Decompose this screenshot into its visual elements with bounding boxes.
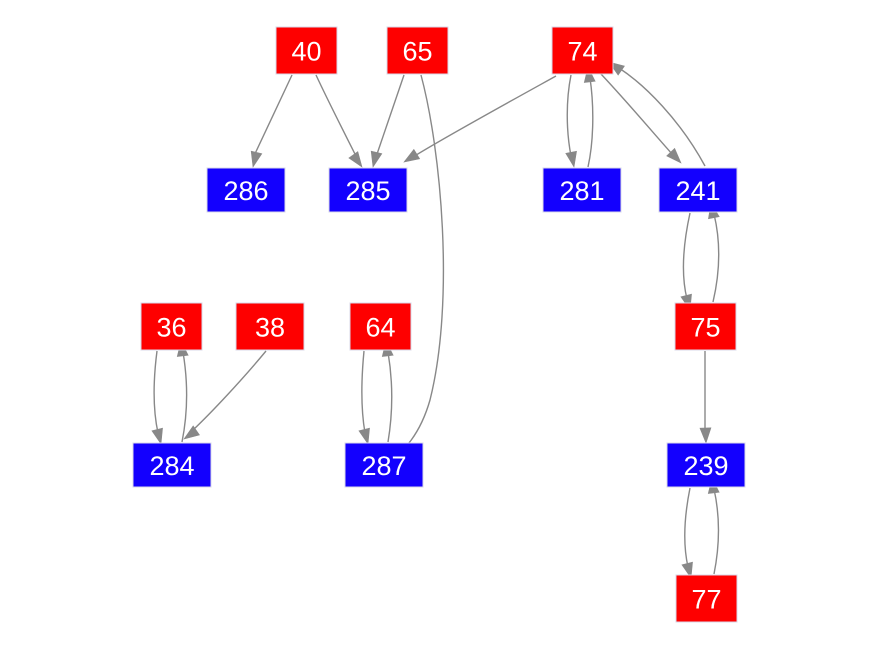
node-box[interactable] xyxy=(275,26,338,75)
graph-node-38[interactable]: 38 xyxy=(235,302,305,351)
edge-line xyxy=(566,74,572,157)
node-label: 239 xyxy=(683,451,728,481)
edge-line xyxy=(191,350,267,432)
edge-line xyxy=(684,487,691,568)
arrowhead-icon xyxy=(348,151,363,168)
edge-line xyxy=(153,350,159,434)
node-box[interactable] xyxy=(675,574,738,623)
node-box[interactable] xyxy=(542,167,622,213)
node-label: 65 xyxy=(402,37,432,67)
edge-line xyxy=(587,77,594,168)
graph-node-287[interactable]: 287 xyxy=(344,442,424,488)
node-box[interactable] xyxy=(206,167,286,213)
node-label: 36 xyxy=(156,313,186,343)
graph-node-284[interactable]: 284 xyxy=(132,442,212,488)
graph-node-65[interactable]: 65 xyxy=(386,26,449,75)
node-box[interactable] xyxy=(344,442,424,488)
graph-node-74[interactable]: 74 xyxy=(551,26,614,75)
graph-node-286[interactable]: 286 xyxy=(206,167,286,213)
node-label: 281 xyxy=(559,176,604,206)
node-box[interactable] xyxy=(551,26,614,75)
node-label: 74 xyxy=(567,37,597,67)
edge-line xyxy=(713,488,720,575)
arrowhead-icon xyxy=(681,561,693,579)
graph-node-77[interactable]: 77 xyxy=(675,574,738,623)
node-box[interactable] xyxy=(658,167,738,213)
edge-line xyxy=(600,73,674,156)
arrowhead-icon xyxy=(666,147,682,164)
edge-line xyxy=(375,74,405,158)
node-box[interactable] xyxy=(674,302,737,351)
edge-64-to-287 xyxy=(358,350,370,445)
edge-38-to-284 xyxy=(183,350,267,440)
graph-node-285[interactable]: 285 xyxy=(328,167,408,213)
graph-node-40[interactable]: 40 xyxy=(275,26,338,75)
graph-node-281[interactable]: 281 xyxy=(542,167,622,213)
edge-line xyxy=(181,351,188,443)
edge-line xyxy=(682,212,691,300)
arrowhead-icon xyxy=(250,150,263,168)
node-label: 64 xyxy=(365,313,395,343)
node-label: 38 xyxy=(255,313,285,343)
arrowhead-icon xyxy=(183,425,200,440)
edge-74-to-281 xyxy=(565,74,577,168)
node-label: 285 xyxy=(345,176,390,206)
graph-node-36[interactable]: 36 xyxy=(140,302,203,351)
node-label: 284 xyxy=(149,451,194,481)
arrowhead-icon xyxy=(565,150,577,168)
edge-65-to-285 xyxy=(370,74,405,168)
edge-36-to-284 xyxy=(151,350,163,445)
graph-node-239[interactable]: 239 xyxy=(666,442,746,488)
graph-node-241[interactable]: 241 xyxy=(658,167,738,213)
edge-74-to-285 xyxy=(403,75,557,163)
node-label: 77 xyxy=(691,585,721,615)
node-box[interactable] xyxy=(132,442,212,488)
arrowhead-icon xyxy=(370,150,383,168)
node-box[interactable] xyxy=(235,302,305,351)
edge-line xyxy=(712,213,720,303)
node-label: 75 xyxy=(690,313,720,343)
edge-75-to-239 xyxy=(699,351,712,444)
edge-line xyxy=(315,74,358,159)
node-label: 286 xyxy=(223,176,268,206)
arrowhead-icon xyxy=(403,148,421,163)
node-label: 40 xyxy=(291,37,321,67)
node-label: 287 xyxy=(361,451,406,481)
node-box[interactable] xyxy=(386,26,449,75)
edge-line xyxy=(618,67,706,167)
arrowhead-icon xyxy=(699,427,712,444)
edge-74-to-241 xyxy=(600,73,682,164)
edge-line xyxy=(387,351,393,443)
node-layer: 40 65 74 286 285 281 241 36 38 64 75 284 287 239 77 xyxy=(132,26,746,623)
node-box[interactable] xyxy=(666,442,746,488)
edge-40-to-285 xyxy=(315,74,363,168)
edge-line xyxy=(412,75,557,158)
edge-239-to-77 xyxy=(681,487,693,579)
arrowhead-icon xyxy=(151,427,163,445)
node-label: 241 xyxy=(675,176,720,206)
edge-line xyxy=(252,74,293,159)
graph-node-64[interactable]: 64 xyxy=(349,302,412,351)
node-box[interactable] xyxy=(140,302,203,351)
node-box[interactable] xyxy=(328,167,408,213)
graph-node-75[interactable]: 75 xyxy=(674,302,737,351)
arrowhead-icon xyxy=(358,427,370,445)
edge-40-to-286 xyxy=(250,74,293,168)
edge-line xyxy=(388,74,445,463)
edge-line xyxy=(361,350,366,434)
node-box[interactable] xyxy=(349,302,412,351)
